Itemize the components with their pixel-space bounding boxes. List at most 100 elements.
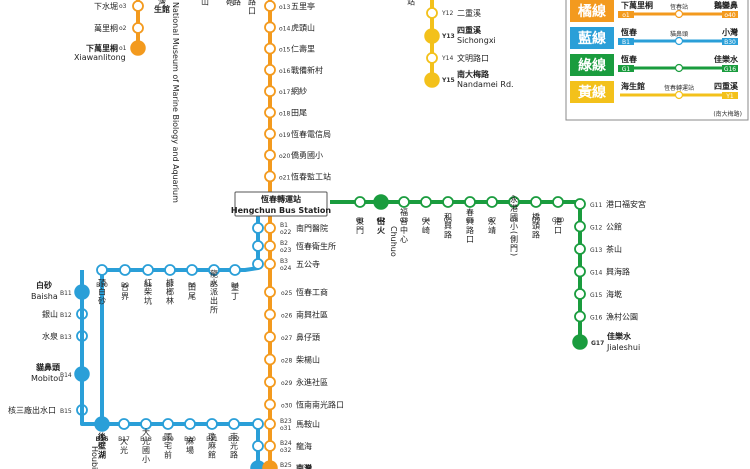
station-B9[interactable] (119, 264, 131, 276)
station-name: 龍海 (296, 441, 312, 451)
station-G7[interactable] (486, 196, 498, 208)
legend-mid: 恆春站 (670, 3, 688, 11)
station-name: 瓊麻館 (208, 432, 217, 460)
station-name: 僑勇國小 (291, 150, 323, 160)
station-o26[interactable] (264, 308, 276, 321)
station-G9[interactable] (530, 196, 542, 208)
station-G13[interactable] (574, 243, 586, 255)
station-o3[interactable] (132, 0, 144, 12)
station-o15[interactable] (264, 42, 276, 55)
hub-box[interactable] (234, 191, 328, 217)
station-G3[interactable] (398, 196, 410, 208)
station-o16[interactable] (264, 64, 276, 76)
station-G17[interactable] (572, 334, 588, 350)
station-G8[interactable] (508, 196, 520, 208)
station-name: 出火 (376, 216, 386, 235)
legend-badge (570, 27, 614, 49)
station-B19[interactable] (162, 418, 174, 430)
station-o17[interactable] (264, 85, 276, 98)
station-name: 萬里桐 (94, 23, 118, 33)
legend-hub-marker (674, 36, 684, 46)
station-G2[interactable] (373, 194, 389, 210)
station-o14[interactable] (264, 21, 276, 34)
station-o32[interactable] (264, 440, 276, 452)
station-Y13[interactable] (424, 28, 440, 44)
legend-code: B1 (622, 39, 630, 46)
station-o30[interactable] (264, 398, 276, 411)
station-B18[interactable] (140, 418, 152, 430)
station-G5[interactable] (442, 196, 454, 208)
station-B7[interactable] (164, 264, 176, 276)
station-B16[interactable] (94, 416, 110, 432)
station-o21[interactable] (264, 170, 276, 183)
station-code: B1 (280, 222, 288, 229)
station-B23[interactable] (252, 418, 264, 430)
station-G10[interactable] (552, 196, 564, 208)
legend-mid: 貓鼻頭 (670, 30, 688, 38)
museum-label: National Museum of Marine Biology and Aq… (171, 2, 180, 203)
station-code: G1 (356, 217, 365, 224)
station-o23[interactable] (264, 240, 276, 252)
station-B5[interactable] (208, 264, 220, 276)
station-B8[interactable] (142, 264, 154, 276)
top-label-fragment: 砲 (226, 0, 235, 7)
station-code: o3 (119, 3, 127, 10)
legend-line-name: 橘線 (577, 3, 606, 20)
station-o20[interactable] (264, 149, 276, 162)
station-B17[interactable] (118, 418, 130, 430)
station-o22[interactable] (264, 222, 276, 234)
legend-code: Y1 (725, 93, 734, 100)
station-name: 永靖 (488, 216, 497, 235)
station-code: G14 (590, 270, 602, 277)
station-G12[interactable] (574, 220, 586, 233)
station-name: 龍水派出所 (210, 269, 219, 315)
station-o18[interactable] (264, 106, 276, 119)
station-code: o17 (279, 89, 290, 96)
station-Y12[interactable] (426, 7, 438, 19)
station-name: 春興路口 (466, 207, 475, 244)
station-o13[interactable] (264, 0, 276, 12)
station-B10[interactable] (96, 264, 108, 276)
station-G1[interactable] (354, 196, 366, 208)
station-name: 永港國小(側門) (510, 194, 519, 257)
station-G16[interactable] (574, 310, 586, 323)
station-G14[interactable] (574, 265, 586, 278)
station-o28[interactable] (264, 353, 276, 366)
station-B22[interactable] (228, 418, 240, 430)
station-name: 虎頭山 (291, 22, 315, 32)
station-B1[interactable] (252, 222, 264, 234)
station-name: 五公寺 (296, 260, 320, 269)
station-name: 恆春監工站 (291, 171, 331, 181)
station-Y15[interactable] (424, 72, 440, 88)
station-B24[interactable] (252, 440, 264, 452)
station-o29[interactable] (264, 376, 276, 388)
station-B6[interactable] (186, 264, 198, 276)
station-o24[interactable] (264, 258, 276, 270)
station-o31[interactable] (264, 418, 276, 430)
station-B2[interactable] (252, 240, 264, 252)
station-o33[interactable] (262, 460, 278, 469)
station-code: B8 (144, 282, 152, 289)
station-G11[interactable] (574, 198, 586, 210)
station-B21[interactable] (206, 418, 218, 430)
station-o19[interactable] (264, 127, 276, 140)
station-B4[interactable] (229, 264, 241, 276)
station-name-en: Mobitou (31, 374, 63, 383)
legend-code: G16 (724, 66, 736, 73)
station-code: o32 (280, 447, 291, 454)
station-code: G12 (590, 225, 602, 232)
station-name: 大崎 (422, 216, 431, 235)
station-o1[interactable] (130, 40, 146, 56)
station-o25[interactable] (264, 286, 276, 298)
station-G4[interactable] (420, 196, 432, 208)
station-o2[interactable] (132, 22, 144, 34)
station-G15[interactable] (574, 288, 586, 300)
station-name: 福音中心 (400, 208, 409, 244)
station-Y14[interactable] (426, 52, 438, 64)
station-B3[interactable] (252, 258, 264, 270)
station-name: 馬鞍山 (296, 419, 320, 429)
station-o27[interactable] (264, 331, 276, 343)
station-B20[interactable] (184, 418, 196, 430)
station-G6[interactable] (464, 196, 476, 208)
